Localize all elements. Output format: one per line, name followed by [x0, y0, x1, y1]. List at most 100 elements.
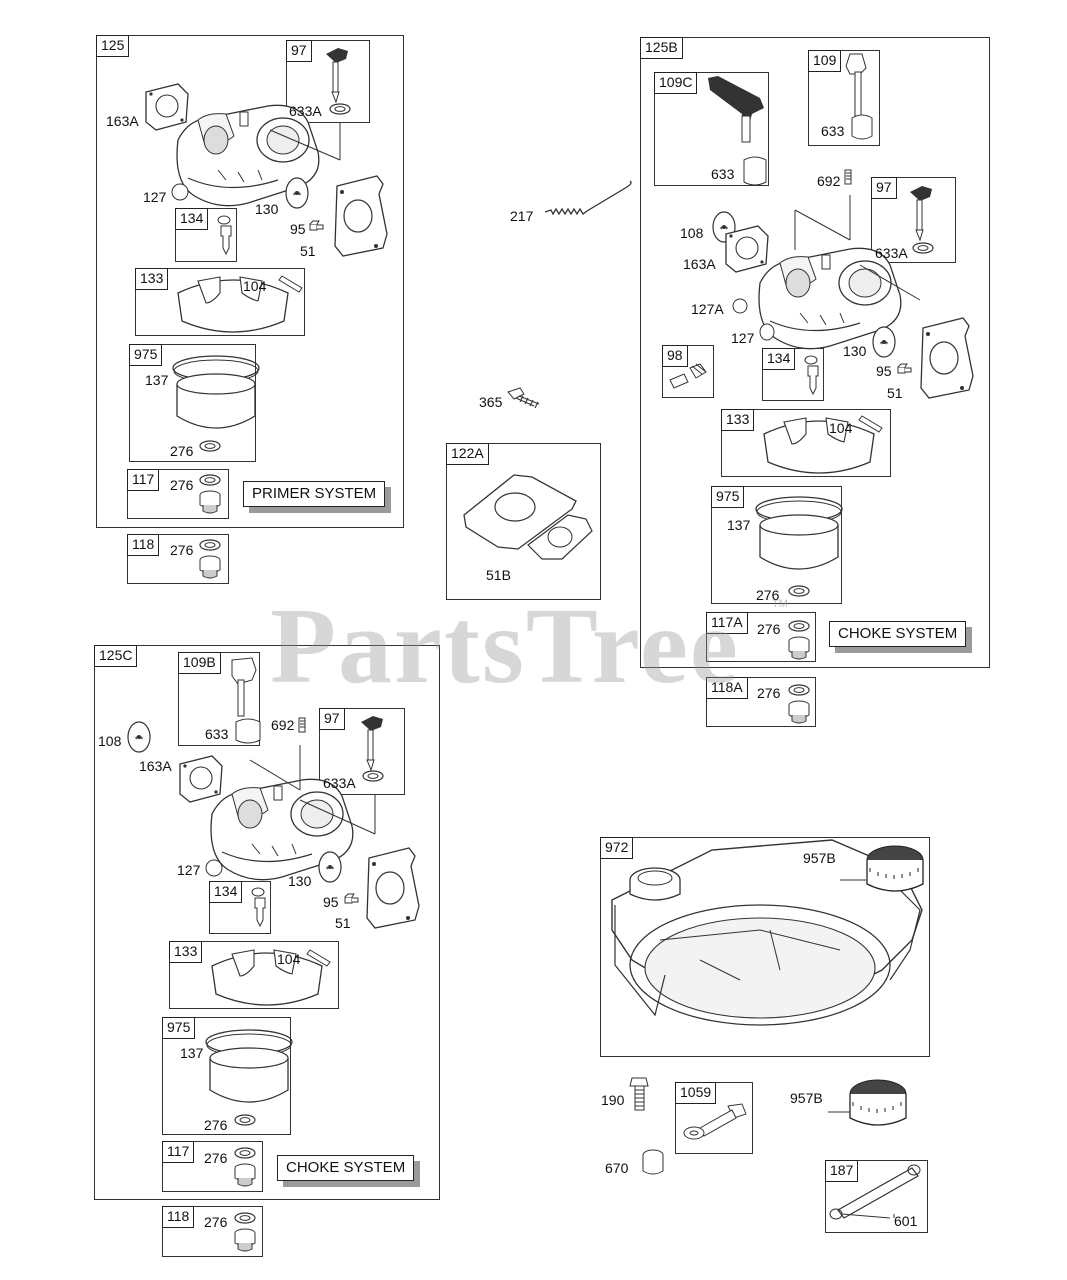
- label-108: 108: [98, 733, 122, 749]
- tag-975-b: 975: [711, 486, 745, 508]
- label-633a: 633A: [323, 775, 356, 791]
- label-130: 130: [255, 201, 279, 217]
- label-633: 633: [711, 166, 735, 182]
- group-125: [96, 35, 404, 528]
- tag-97-a: 97: [286, 40, 312, 62]
- label-633: 633: [205, 726, 229, 742]
- label-95: 95: [876, 363, 892, 379]
- label-163a: 163A: [106, 113, 139, 129]
- label-137: 137: [180, 1045, 204, 1061]
- label-276: 276: [170, 443, 194, 459]
- label-276: 276: [170, 542, 194, 558]
- tag-972: 972: [600, 837, 634, 859]
- choke-system-caption-125c: CHOKE SYSTEM: [277, 1155, 415, 1181]
- tag-97-b: 97: [871, 177, 897, 199]
- trademark-mark: TM: [772, 598, 788, 610]
- label-137: 137: [145, 372, 169, 388]
- label-127: 127: [177, 862, 201, 878]
- box-133-a: [135, 268, 305, 336]
- label-217: 217: [510, 208, 534, 224]
- group-122a: [446, 443, 601, 600]
- box-98: [662, 345, 714, 398]
- label-601: 601: [894, 1213, 918, 1229]
- label-365: 365: [479, 394, 503, 410]
- label-95: 95: [323, 894, 339, 910]
- tag-118-c: 118: [162, 1206, 195, 1228]
- tag-134-a: 134: [175, 208, 209, 230]
- tag-98: 98: [662, 345, 688, 367]
- tag-975-c: 975: [162, 1017, 196, 1039]
- choke-system-caption-125b: CHOKE SYSTEM: [829, 621, 967, 647]
- tag-122a: 122A: [446, 443, 489, 465]
- label-276: 276: [204, 1117, 228, 1133]
- box-133-c: [169, 941, 339, 1009]
- label-108: 108: [680, 225, 704, 241]
- box-118A: [706, 677, 816, 727]
- label-276: 276: [756, 587, 780, 603]
- label-633a: 633A: [875, 245, 908, 261]
- label-104: 104: [829, 420, 853, 436]
- label-163a: 163A: [139, 758, 172, 774]
- box-97-c: [319, 708, 405, 795]
- label-670: 670: [605, 1160, 629, 1176]
- label-633a: 633A: [289, 103, 322, 119]
- label-276: 276: [757, 621, 781, 637]
- tag-109: 109: [808, 50, 842, 72]
- label-104: 104: [277, 951, 301, 967]
- tag-134-c: 134: [209, 881, 243, 903]
- label-137: 137: [727, 517, 751, 533]
- tag-975-a: 975: [129, 344, 163, 366]
- tag-118-a: 118: [127, 534, 160, 556]
- tag-125: 125: [96, 35, 130, 57]
- label-51b: 51B: [486, 567, 511, 583]
- label-692: 692: [271, 717, 295, 733]
- label-127: 127: [731, 330, 755, 346]
- label-51: 51: [300, 243, 316, 259]
- label-276: 276: [204, 1214, 228, 1230]
- box-109c: [654, 72, 769, 186]
- box-133-b: [721, 409, 891, 477]
- label-276: 276: [204, 1150, 228, 1166]
- tag-117A: 117A: [706, 612, 748, 634]
- primer-system-caption: PRIMER SYSTEM: [243, 481, 386, 507]
- label-95: 95: [290, 221, 306, 237]
- group-125c: [94, 645, 440, 1200]
- tag-133-b: 133: [721, 409, 755, 431]
- tag-97-c: 97: [319, 708, 345, 730]
- tag-117-c: 117: [162, 1141, 195, 1163]
- box-118-a: [127, 534, 229, 584]
- partstree-watermark: PartsTree: [270, 587, 740, 706]
- group-125b: [640, 37, 990, 668]
- tag-125c: 125C: [94, 645, 138, 667]
- label-127: 127: [143, 189, 167, 205]
- box-118-c: [162, 1206, 263, 1257]
- label-130: 130: [843, 343, 867, 359]
- tag-109c: 109C: [654, 72, 698, 94]
- box-109: [808, 50, 880, 146]
- tag-117-a: 117: [127, 469, 160, 491]
- tag-133-c: 133: [169, 941, 203, 963]
- label-104: 104: [243, 278, 267, 294]
- tag-133-a: 133: [135, 268, 169, 290]
- label-957b: 957B: [803, 850, 836, 866]
- tag-134-b: 134: [762, 348, 796, 370]
- box-117-a: [127, 469, 229, 519]
- label-957b: 957B: [790, 1090, 823, 1106]
- tag-1059: 1059: [675, 1082, 717, 1104]
- box-187: [825, 1160, 928, 1233]
- tag-125b: 125B: [640, 37, 683, 59]
- label-276: 276: [757, 685, 781, 701]
- tag-187: 187: [825, 1160, 859, 1182]
- label-163a: 163A: [683, 256, 716, 272]
- box-975-c: [162, 1017, 291, 1135]
- tag-118A: 118A: [706, 677, 748, 699]
- label-633: 633: [821, 123, 845, 139]
- label-51: 51: [887, 385, 903, 401]
- box-975-b: [711, 486, 842, 604]
- tag-109b: 109B: [178, 652, 221, 674]
- label-51: 51: [335, 915, 351, 931]
- box-117A: [706, 612, 816, 662]
- box-97-b: [871, 177, 956, 263]
- box-97-a: [286, 40, 370, 123]
